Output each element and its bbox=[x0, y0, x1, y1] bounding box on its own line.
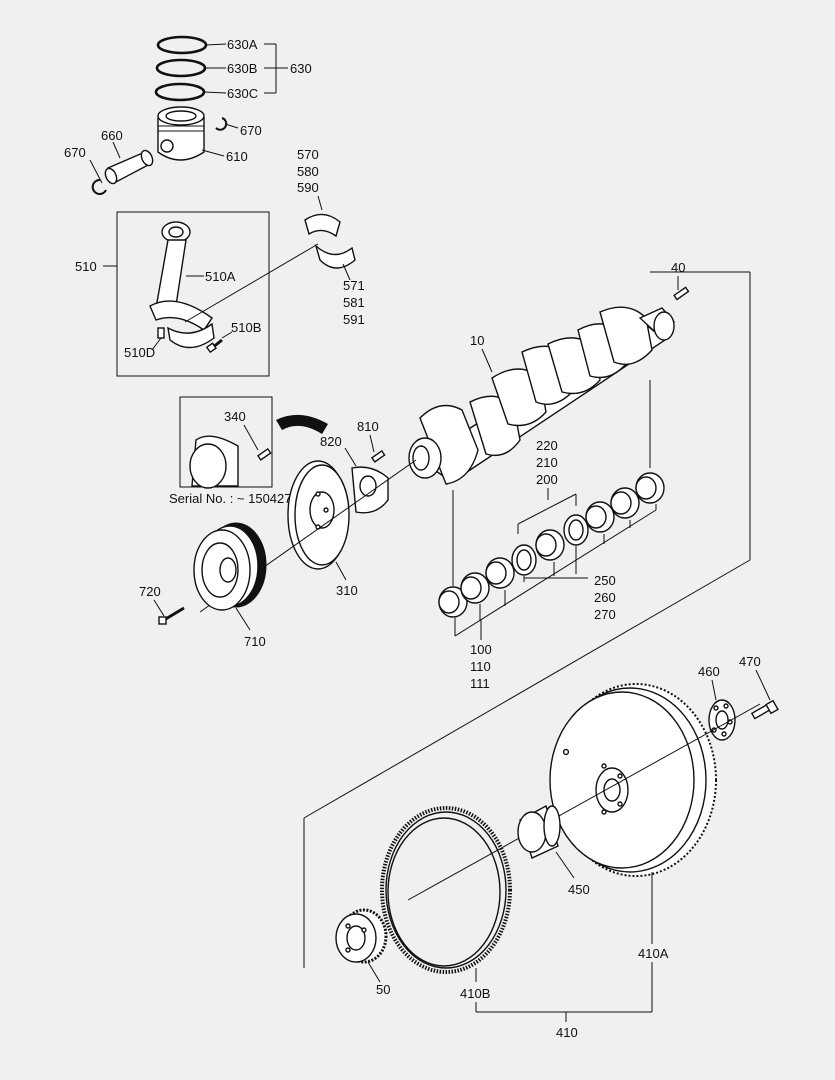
label-630b: 630B bbox=[227, 61, 257, 76]
conrod-box bbox=[116, 211, 270, 377]
label-110: 110 bbox=[470, 659, 491, 674]
label-630: 630 bbox=[290, 61, 312, 76]
leaders-200 bbox=[517, 488, 577, 534]
thrust-washer-2 bbox=[563, 514, 589, 546]
bolt-810[interactable] bbox=[370, 449, 386, 463]
rod-bolt-510b[interactable] bbox=[205, 338, 223, 354]
label-410b: 410B bbox=[460, 986, 490, 1001]
label-670-right: 670 bbox=[240, 123, 262, 138]
main-bearing-5 bbox=[585, 501, 615, 533]
bolt-470[interactable] bbox=[750, 699, 779, 720]
retaining-clip-670-left[interactable] bbox=[91, 178, 107, 195]
label-630a: 630A bbox=[227, 37, 258, 52]
label-510b: 510B bbox=[231, 320, 261, 335]
label-510: 510 bbox=[75, 259, 97, 274]
gear-50[interactable] bbox=[335, 908, 388, 964]
label-820: 820 bbox=[320, 434, 342, 449]
bolt-720[interactable] bbox=[158, 606, 185, 625]
label-410: 410 bbox=[556, 1025, 578, 1040]
ring-leaders bbox=[203, 43, 288, 94]
retaining-clip-670-right[interactable] bbox=[215, 117, 228, 131]
label-250: 250 bbox=[594, 573, 616, 588]
label-710: 710 bbox=[244, 634, 266, 649]
label-720: 720 bbox=[139, 584, 161, 599]
label-410a: 410A bbox=[638, 946, 669, 961]
label-810: 810 bbox=[357, 419, 379, 434]
lower-bearing-shell-571[interactable] bbox=[314, 243, 356, 269]
label-100: 100 bbox=[470, 642, 492, 657]
label-630c: 630C bbox=[227, 86, 258, 101]
label-270: 270 bbox=[594, 607, 616, 622]
label-581: 581 bbox=[343, 295, 365, 310]
ring-gear-410b[interactable] bbox=[380, 806, 512, 974]
bolt-340[interactable] bbox=[256, 447, 272, 461]
piston-610[interactable] bbox=[157, 106, 205, 161]
rod-cap bbox=[167, 322, 215, 349]
piston-pin-660[interactable] bbox=[103, 149, 155, 186]
label-220: 220 bbox=[536, 438, 558, 453]
main-bearing-4 bbox=[535, 529, 565, 561]
pin-40[interactable] bbox=[673, 286, 690, 301]
label-450: 450 bbox=[568, 882, 590, 897]
label-590: 590 bbox=[297, 180, 319, 195]
piston-ring-630c[interactable] bbox=[154, 82, 206, 102]
label-111: 111 bbox=[470, 676, 490, 691]
label-40: 40 bbox=[671, 260, 685, 275]
main-bearings[interactable] bbox=[438, 472, 665, 618]
label-340: 340 bbox=[224, 409, 246, 424]
main-bearing-3 bbox=[485, 557, 515, 589]
label-10: 10 bbox=[470, 333, 484, 348]
crankshaft-10[interactable] bbox=[408, 306, 675, 485]
label-200: 200 bbox=[536, 472, 558, 487]
label-310: 310 bbox=[336, 583, 358, 598]
label-50: 50 bbox=[376, 982, 390, 997]
label-660: 660 bbox=[101, 128, 123, 143]
bushing-450[interactable] bbox=[517, 804, 561, 859]
connecting-rod-510a[interactable] bbox=[149, 221, 215, 349]
plate-460[interactable] bbox=[708, 699, 736, 741]
main-bearing-2 bbox=[460, 572, 490, 604]
label-591: 591 bbox=[343, 312, 365, 327]
main-bearing-6 bbox=[610, 487, 640, 519]
label-670-left: 670 bbox=[64, 145, 86, 160]
piston-ring-630b[interactable] bbox=[155, 58, 207, 78]
main-bearing-7 bbox=[635, 472, 665, 504]
label-210: 210 bbox=[536, 455, 558, 470]
pulley-710[interactable] bbox=[193, 522, 267, 611]
label-571: 571 bbox=[343, 278, 365, 293]
arrow-icon bbox=[276, 414, 328, 434]
label-510a: 510A bbox=[205, 269, 236, 284]
flywheel-410a[interactable] bbox=[549, 683, 717, 877]
leaders-100 bbox=[454, 504, 657, 640]
label-610: 610 bbox=[226, 149, 248, 164]
flywheel-frame bbox=[303, 271, 751, 968]
label-580: 580 bbox=[297, 164, 319, 179]
label-570: 570 bbox=[297, 147, 319, 162]
pulley-detail-box bbox=[179, 396, 273, 488]
serial-note: Serial No. : ~ 150427 bbox=[169, 491, 292, 506]
damper-310[interactable] bbox=[287, 460, 350, 570]
main-bearing-1 bbox=[438, 586, 468, 618]
piston-ring-630a[interactable] bbox=[156, 35, 208, 55]
label-470: 470 bbox=[739, 654, 761, 669]
label-260: 260 bbox=[594, 590, 616, 605]
label-460: 460 bbox=[698, 664, 720, 679]
dowel-510d[interactable] bbox=[157, 327, 165, 339]
bracket-410 bbox=[475, 962, 653, 1022]
label-510d: 510D bbox=[124, 345, 155, 360]
upper-bearing-shell-570[interactable] bbox=[304, 213, 341, 238]
thrust-washer-1 bbox=[511, 544, 537, 576]
hub-plate-820[interactable] bbox=[351, 466, 389, 514]
pulley-variant-340[interactable] bbox=[189, 435, 239, 489]
